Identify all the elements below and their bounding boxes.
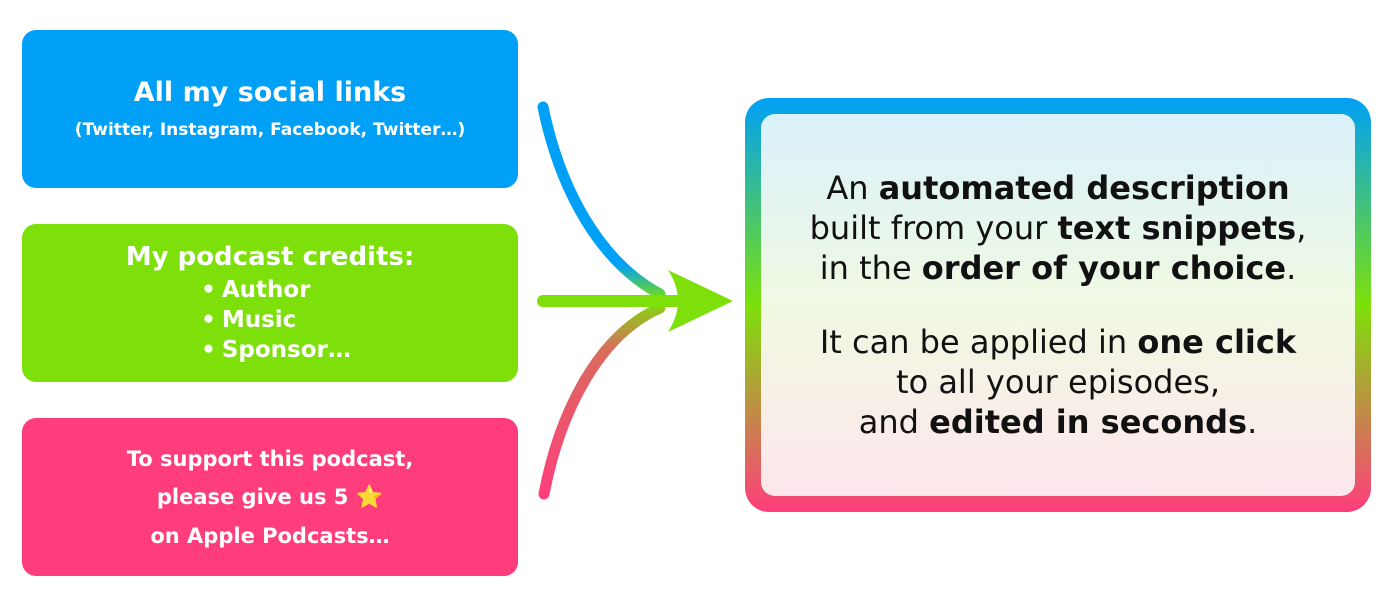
result-text: in the [819,249,922,287]
support-line-1: To support this podcast, [126,446,414,471]
result-box-content: An automated description built from your… [761,114,1355,496]
result-emphasis: one click [1137,323,1297,361]
result-emphasis: text snippets [1057,209,1297,247]
result-text: and [858,403,930,441]
result-emphasis: automated description [878,169,1290,207]
support-line-2: please give us 5 ⭐ [157,478,383,517]
star-icon: ⭐ [355,484,384,510]
support-line-3: on Apple Podcasts… [150,523,390,548]
result-line-1: An automated description [826,168,1289,208]
result-text: . [1286,249,1297,287]
arrow-bottom-curve [538,302,666,500]
result-line-5: to all your episodes, [896,363,1220,401]
credit-item-sponsor: Sponsor… [201,335,351,365]
credit-item-author: Author [201,275,351,305]
result-text: An [826,169,879,207]
result-box: An automated description built from your… [745,98,1371,512]
result-text: built from your [809,209,1058,247]
result-text: It can be applied in [819,323,1138,361]
social-links-subtitle: (Twitter, Instagram, Facebook, Twitter…) [74,120,466,140]
result-line-3: in the order of your choice. [820,248,1296,288]
social-links-title: All my social links [133,77,407,108]
social-links-box: All my social links (Twitter, Instagram,… [22,30,518,188]
arrow-head-icon [668,270,733,332]
support-box: To support this podcast, please give us … [22,418,518,576]
arrow-top-curve [537,101,666,300]
podcast-credits-title: My podcast credits: [125,242,415,272]
result-line-6: and edited in seconds. [859,402,1258,442]
result-emphasis: edited in seconds [929,403,1248,441]
credits-list: Author Music Sponsor… [201,275,351,365]
podcast-credits-box: My podcast credits: Author Music Sponsor… [22,224,518,382]
result-text: . [1247,403,1258,441]
support-line-2-text: please give us 5 [156,484,349,509]
result-text: , [1296,209,1307,247]
result-line-4: It can be applied in one click [820,322,1296,362]
result-line-2: built from your text snippets, [810,208,1307,248]
result-emphasis: order of your choice [921,249,1287,287]
credit-item-music: Music [201,305,351,335]
